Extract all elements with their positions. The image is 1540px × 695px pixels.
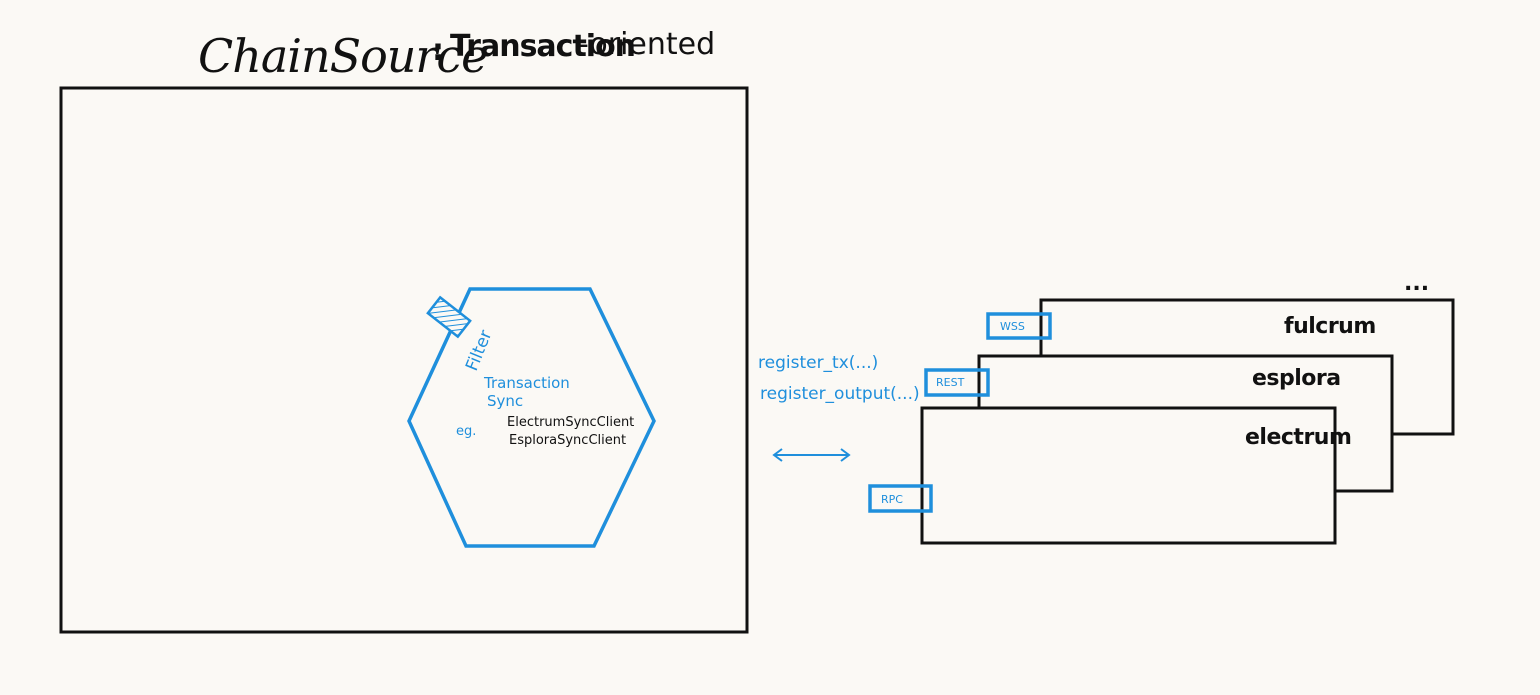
server-name-fulcrum: fulcrum xyxy=(1284,314,1376,339)
title-chainsource: ChainSource xyxy=(198,29,487,83)
server-electrum: electrum RPC xyxy=(868,406,1352,545)
server-name-electrum: electrum xyxy=(1245,425,1351,450)
port-rpc xyxy=(868,484,933,513)
transaction-sync-hexagon: Filter Transaction Sync eg. ElectrumSync… xyxy=(407,287,656,548)
port-label-wss: WSS xyxy=(1000,320,1025,333)
method-register-output: register_output(...) xyxy=(760,384,920,404)
bidirectional-arrow-icon xyxy=(772,448,851,462)
example-electrum-client: ElectrumSyncClient xyxy=(507,415,634,430)
chainsource-box xyxy=(59,86,749,634)
filter-label: Filter xyxy=(462,327,496,374)
port-label-rpc: RPC xyxy=(881,493,903,506)
filter-icon xyxy=(426,295,472,339)
server-name-esplora: esplora xyxy=(1252,366,1341,391)
interface-methods: register_tx(...) register_output(...) xyxy=(758,353,920,404)
server-esplora: esplora REST xyxy=(924,354,1394,493)
method-register-tx: register_tx(...) xyxy=(758,353,878,373)
transaction-sync-label-line2: Sync xyxy=(487,392,523,410)
transaction-sync-label-line1: Transaction xyxy=(483,374,570,392)
port-label-rest: REST xyxy=(936,376,965,389)
example-esplora-client: EsploraSyncClient xyxy=(509,433,626,448)
eg-label: eg. xyxy=(456,424,476,439)
more-servers-ellipsis: ... xyxy=(1404,271,1429,296)
server-fulcrum: fulcrum WSS xyxy=(986,298,1455,436)
server-stack: ... fulcrum WSS esplora REST electrum RP… xyxy=(868,271,1455,545)
title-separator: : xyxy=(432,33,443,68)
port-rest xyxy=(924,368,990,397)
hexagon-shape xyxy=(407,287,656,548)
diagram-title: ChainSource : Transaction -oriented xyxy=(198,27,715,83)
title-oriented: -oriented xyxy=(578,27,715,62)
port-wss xyxy=(986,312,1052,340)
title-transaction: Transaction xyxy=(450,29,635,64)
